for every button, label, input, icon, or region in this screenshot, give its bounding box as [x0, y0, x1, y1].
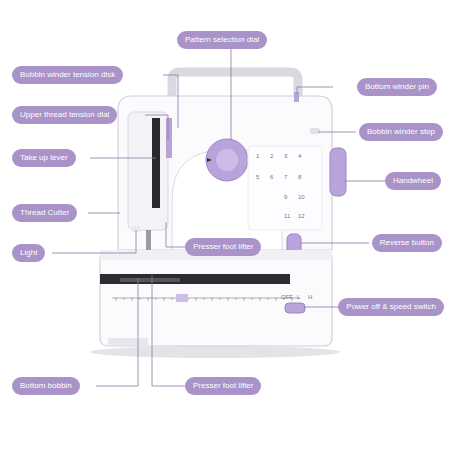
panel-marking: L — [297, 294, 300, 301]
part-name: Power off & speed switch — [346, 302, 436, 311]
panel-marking: 6 — [270, 174, 273, 181]
callout-label: Pattern selection dial — [177, 31, 267, 49]
part-name: Reverse button — [380, 238, 434, 247]
callout-label: Bobbin winder stop — [359, 123, 443, 141]
panel-marking: H — [308, 294, 312, 301]
panel-marking: 12 — [298, 213, 305, 220]
part-name: Presser foot lifter — [193, 381, 253, 390]
panel-marking: 8 — [298, 174, 301, 181]
callout-label: Light — [12, 244, 45, 262]
part-name: Bottom winder pin — [365, 82, 429, 91]
part-name: Bobbin winder tension disk — [20, 70, 115, 79]
part-name: Bobbin winder stop — [367, 127, 435, 136]
callout-label: Presser foot lifter — [185, 238, 261, 256]
panel-marking: 3 — [284, 153, 287, 160]
panel-marking: 11 — [284, 213, 290, 220]
part-name: Presser foot lifter — [193, 242, 253, 251]
panel-marking: 10 — [298, 194, 305, 201]
callout-label: Bottom bobbin — [12, 377, 80, 395]
callout-label: Thread Cutter — [12, 204, 77, 222]
callout-label: Presser foot lifter — [185, 377, 261, 395]
panel-marking: 5 — [256, 174, 259, 181]
callout-label: Bottom winder pin — [357, 78, 437, 96]
part-name: Handwheel — [393, 176, 433, 185]
part-name: Pattern selection dial — [185, 35, 259, 44]
callout-label: Upper thread tension dial — [12, 106, 117, 124]
callout-label: Handwheel — [385, 172, 441, 190]
callout-label: Take up lever — [12, 149, 76, 167]
panel-marking: 9 — [284, 194, 287, 201]
part-name: Upper thread tension dial — [20, 110, 109, 119]
part-name: Light — [20, 248, 37, 257]
callout-label: Bobbin winder tension disk — [12, 66, 123, 84]
panel-marking: 7 — [284, 174, 287, 181]
part-name: Take up lever — [20, 153, 68, 162]
part-name: Bottom bobbin — [20, 381, 72, 390]
callout-label: Power off & speed switch — [338, 298, 444, 316]
panel-marking: 2 — [270, 153, 273, 160]
callout-label: Reverse button — [372, 234, 442, 252]
panel-marking: 1 — [256, 153, 259, 160]
part-name: Thread Cutter — [20, 208, 69, 217]
panel-marking: 4 — [298, 153, 301, 160]
panel-marking: OFF — [281, 294, 293, 301]
